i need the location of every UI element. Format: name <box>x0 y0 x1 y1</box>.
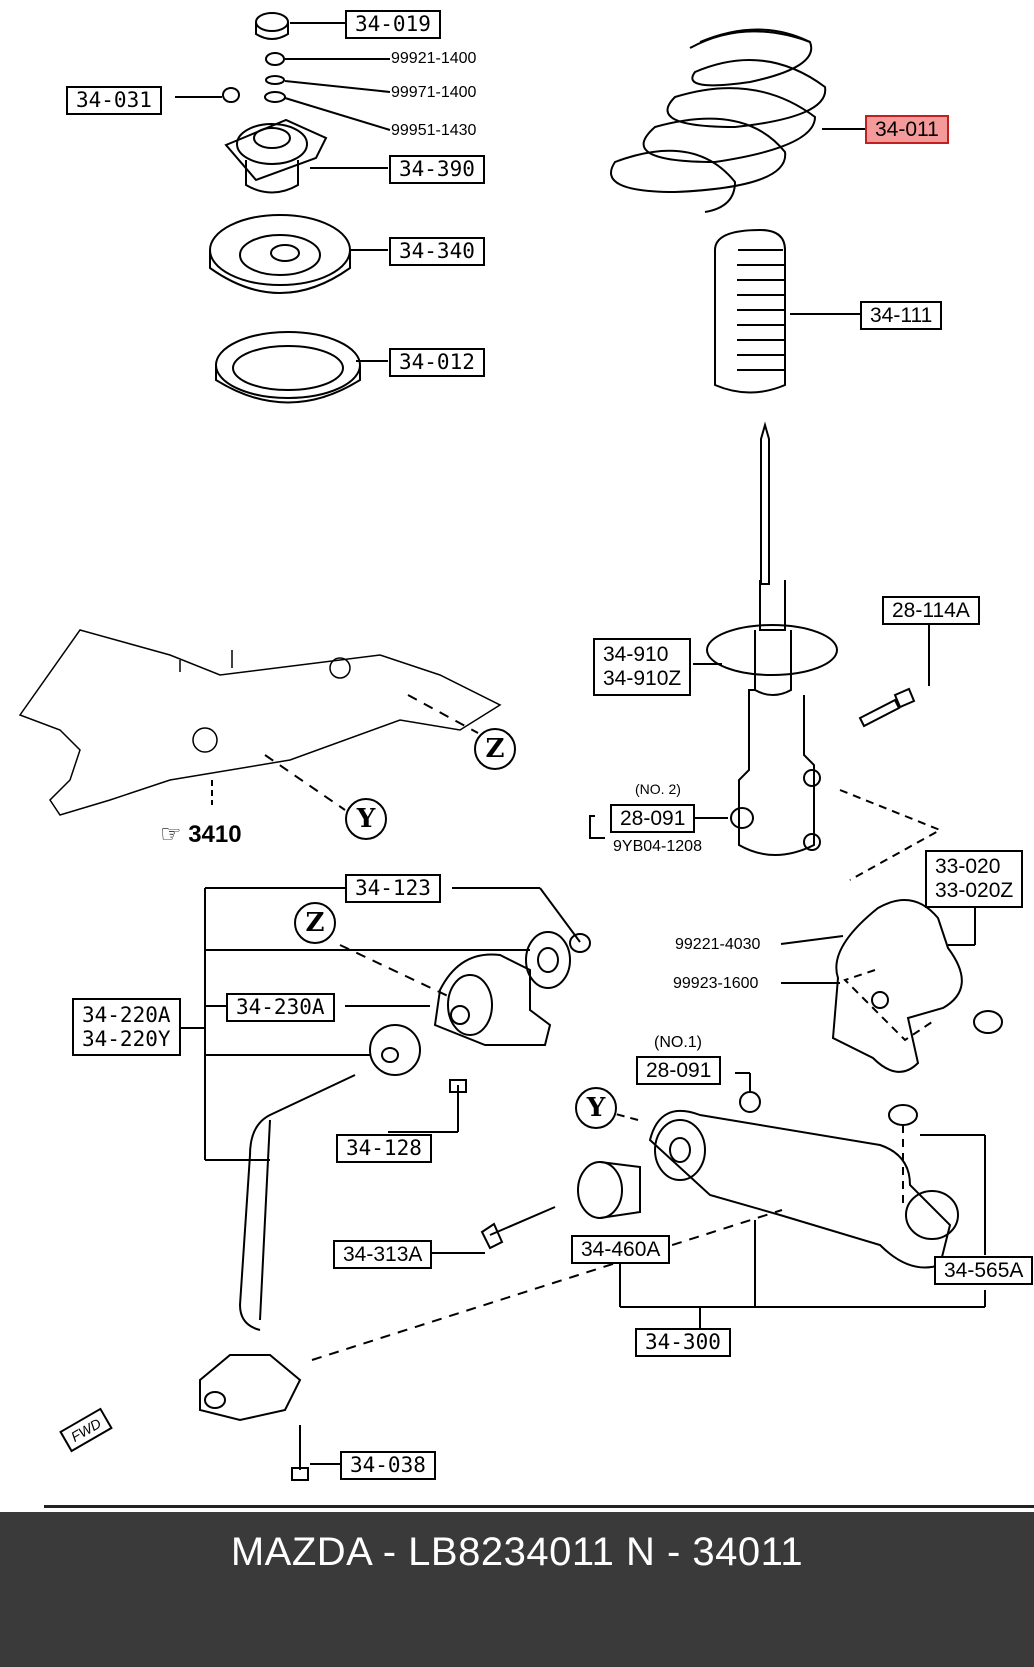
suspension-parts-diagram <box>18 12 1003 1481</box>
note-no1: (NO.1) <box>654 1034 702 1051</box>
bushing-part <box>369 1024 421 1076</box>
bracket-part <box>433 953 552 1046</box>
part-label-34-111[interactable]: 34-111 <box>860 301 943 330</box>
mount-cap-part <box>255 12 289 40</box>
spring-pad-part <box>215 331 361 404</box>
part-label-28-091-no1[interactable]: 28-091 <box>636 1056 722 1085</box>
part-label-34-031[interactable]: 34-031 <box>66 86 162 115</box>
lower-arm-part <box>648 1110 959 1269</box>
part-label-34-012[interactable]: 34-012 <box>389 348 485 377</box>
part-label-34-123[interactable]: 34-123 <box>345 874 441 903</box>
part-label-34-460A[interactable]: 34-460A <box>571 1235 671 1264</box>
bolt-part <box>480 1206 556 1250</box>
bolt-part <box>291 1425 309 1481</box>
footer-part-number: MAZDA - LB8234011 N - 34011 <box>230 1530 804 1574</box>
knuckle-part <box>831 899 1003 1073</box>
part-label-28-114A[interactable]: 28-114A <box>882 596 980 625</box>
part-label-99971-1400[interactable]: 99971-1400 <box>391 84 477 101</box>
upper-mount-part <box>224 118 328 194</box>
part-label-34-340[interactable]: 34-340 <box>389 237 485 266</box>
part-label-99921-1400[interactable]: 99921-1400 <box>391 50 477 67</box>
part-label-34-220A-line1: 34-220A <box>82 1003 171 1027</box>
part-label-34-910[interactable]: 34-910 34-910Z <box>593 638 692 697</box>
bushing-part <box>577 1161 641 1219</box>
nut-part <box>730 807 754 829</box>
part-label-34-565A[interactable]: 34-565A <box>934 1256 1034 1285</box>
part-label-99221-4030[interactable]: 99221-4030 <box>675 936 761 953</box>
crossmember-part <box>18 629 502 816</box>
note-no2: (NO. 2) <box>635 781 681 797</box>
part-label-33-020-line1: 33-020 <box>935 855 1001 878</box>
ref-circle-z-bottom: Z <box>294 902 336 944</box>
coil-spring-part <box>610 28 827 213</box>
part-label-34-128[interactable]: 34-128 <box>336 1134 432 1163</box>
footer-bar <box>0 1512 1034 1667</box>
bolt-part <box>858 687 916 728</box>
ref-3410[interactable]: ☞ 3410 <box>160 821 242 848</box>
part-label-34-300[interactable]: 34-300 <box>635 1328 731 1357</box>
nut-washer-stack-part <box>222 52 286 103</box>
ref-3410-text: 3410 <box>188 821 242 848</box>
part-label-33-020Z-line2: 33-020Z <box>935 879 1014 903</box>
spring-seat-part <box>209 214 351 294</box>
footer-divider <box>44 1505 1034 1508</box>
part-label-34-910Z-line2: 34-910Z <box>603 667 682 691</box>
part-label-28-091-no2[interactable]: 28-091 <box>610 804 696 833</box>
stabilizer-bar-part <box>199 1074 356 1422</box>
part-label-34-910-line1: 34-910 <box>603 643 669 666</box>
part-label-9YB04-1208[interactable]: 9YB04-1208 <box>613 838 702 855</box>
part-label-34-038[interactable]: 34-038 <box>340 1451 436 1480</box>
ref-circle-z-top: Z <box>474 728 516 770</box>
part-label-33-020[interactable]: 33-020 33-020Z <box>925 850 1024 909</box>
ref-circle-y-bottom: Y <box>575 1087 617 1129</box>
bushing-part <box>525 931 591 989</box>
part-label-34-011[interactable]: 34-011 <box>865 115 949 144</box>
ball-joint-nut-part <box>888 1104 918 1126</box>
part-label-34-390[interactable]: 34-390 <box>389 155 485 184</box>
dust-boot-part <box>714 229 786 394</box>
strut-part <box>706 421 838 856</box>
part-label-34-230A[interactable]: 34-230A <box>226 993 335 1022</box>
part-label-99923-1600[interactable]: 99923-1600 <box>673 975 759 992</box>
ref-circle-y-top: Y <box>345 798 387 840</box>
part-label-34-220A[interactable]: 34-220A 34-220Y <box>72 998 181 1057</box>
part-label-34-220Y-line2: 34-220Y <box>82 1027 171 1052</box>
part-label-34-019[interactable]: 34-019 <box>345 10 441 39</box>
nut-part <box>739 1091 761 1113</box>
part-label-99951-1430[interactable]: 99951-1430 <box>391 122 477 139</box>
part-label-34-313A[interactable]: 34-313A <box>333 1240 433 1269</box>
